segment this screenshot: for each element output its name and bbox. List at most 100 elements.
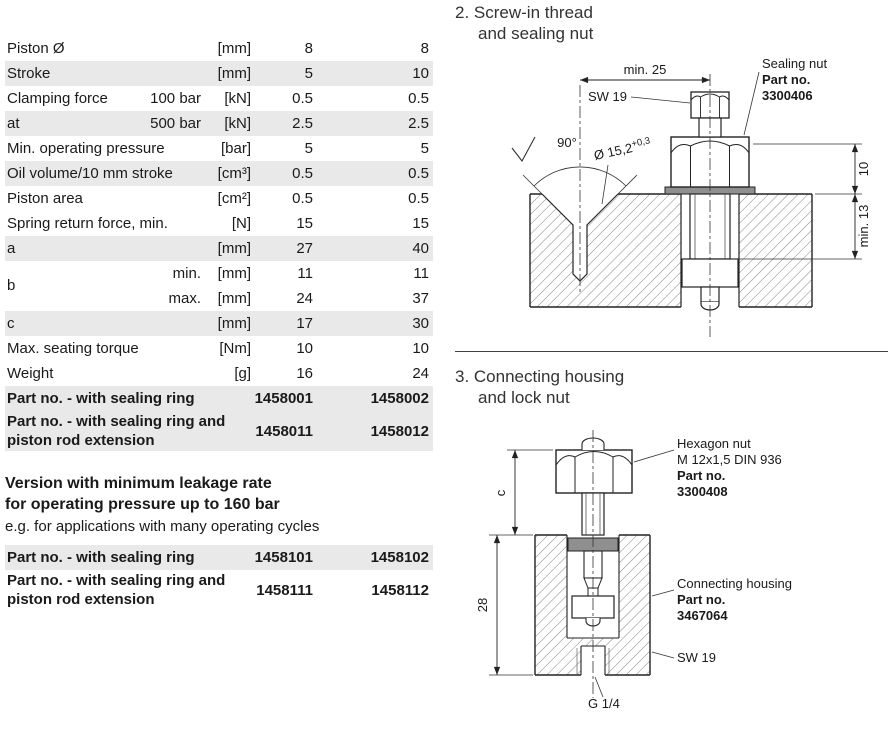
row-value-col1: 1458111 <box>256 581 313 599</box>
row-label: a <box>7 240 16 257</box>
row-unit: [g] <box>234 365 251 382</box>
row-value-col1: 0.5 <box>292 90 313 107</box>
diameter-leader <box>601 164 609 205</box>
row-value-col1: 5 <box>304 65 313 82</box>
hex-nut-label-line4: 3300408 <box>677 484 728 499</box>
row-label: Max. seating torque <box>7 340 139 357</box>
section3-heading-line2: and lock nut <box>478 388 570 407</box>
dim-min25-text: min. 25 <box>624 62 667 77</box>
row-unit: [mm] <box>217 40 251 57</box>
diameter-label-group: Ø 15,2+0,3 <box>593 135 652 163</box>
row-value-col1: 1458101 <box>254 549 313 566</box>
hexagon-nut-drawing <box>555 449 633 494</box>
row-label: Piston Ø <box>7 40 65 57</box>
row-value-col2: 8 <box>420 40 429 57</box>
table-row: Piston area [cm²] 0.5 0.5 <box>5 186 433 211</box>
hex-nut-label-line2: M 12x1,5 DIN 936 <box>677 452 782 467</box>
row-unit: [kN] <box>224 115 251 132</box>
hex-nut-leader <box>633 449 675 463</box>
sw19-label: SW 19 <box>588 89 627 104</box>
row-sublabel: 500 bar <box>150 115 201 132</box>
row-label: Part no. - with sealing ring <box>7 548 195 566</box>
row-value-col2: 5 <box>420 140 429 157</box>
row-value-col1: 24 <box>296 290 313 307</box>
sealing-nut-faces <box>690 146 730 187</box>
port-thread-lines <box>576 648 610 675</box>
row-unit: [mm] <box>217 290 251 307</box>
row-value-col2: 15 <box>412 215 429 232</box>
sw19-label: SW 19 <box>677 650 716 665</box>
hexagon-nut-chamfers <box>555 451 633 466</box>
row-sublabel: max. <box>168 290 201 307</box>
row-value-col2: 2.5 <box>408 115 429 132</box>
section2-heading-line2: and sealing nut <box>478 24 594 43</box>
housing-label-line3: 3467064 <box>677 608 728 623</box>
row-value-col1: 27 <box>296 240 313 257</box>
row-unit: [mm] <box>217 240 251 257</box>
row-value-col1: 1458001 <box>254 390 313 407</box>
dim-c-text: c <box>493 489 508 496</box>
row-unit: [mm] <box>217 265 251 282</box>
row-value-col2: 30 <box>412 315 429 332</box>
table-row: Oil volume/10 mm stroke [cm³] 0.5 0.5 <box>5 161 433 186</box>
section3-heading-line1: 3. Connecting housing <box>455 367 625 386</box>
row-unit: [mm] <box>217 65 251 82</box>
dim-min13-text: min. 13 <box>856 205 871 248</box>
dim-10-text: 10 <box>856 162 871 176</box>
row-label: Clamping force <box>7 90 108 107</box>
sealing-nut-label-line1: Sealing nut <box>762 56 827 71</box>
row-value-col2: 0.5 <box>408 190 429 207</box>
row-value-col2: 0.5 <box>408 165 429 182</box>
version-note: e.g. for applications with many operatin… <box>5 518 320 535</box>
row-value-col2: 1458012 <box>370 422 429 440</box>
mounting-plate-section <box>530 194 812 307</box>
row-value-col1: 1458011 <box>255 422 313 440</box>
row-label: Oil volume/10 mm stroke <box>7 165 173 182</box>
row-value-col1: 8 <box>304 40 313 57</box>
version-heading-line2: for operating pressure up to 160 bar <box>5 496 280 513</box>
thread-minor-lines <box>694 194 726 259</box>
g14-leader <box>594 676 604 698</box>
section2-heading-line1: 2. Screw-in thread <box>455 3 593 22</box>
row-value-col1: 11 <box>297 265 313 282</box>
section3-heading: 3. Connecting housing and lock nut <box>455 366 624 408</box>
row-value-col1: 5 <box>304 140 313 157</box>
row-label: Piston area <box>7 190 83 207</box>
stud-top-hex-chamfers <box>690 93 730 101</box>
rod-thread-lines <box>585 493 601 535</box>
stud-top-hex-faces <box>700 97 720 118</box>
row-value-col2: 1458112 <box>371 581 429 599</box>
row-value-col1: 0.5 <box>292 190 313 207</box>
plate-outline <box>529 193 813 308</box>
row-value-col2: 10 <box>412 340 429 357</box>
angle-90-text: 90° <box>557 135 577 150</box>
row-value-col1: 2.5 <box>292 115 313 132</box>
row-label: Part no. - with sealing ring <box>7 389 195 407</box>
row-label: Weight <box>7 365 54 382</box>
sealing-nut-label-line3: 3300406 <box>762 88 813 103</box>
row-unit: [kN] <box>224 90 251 107</box>
row-unit: [cm²] <box>217 190 251 207</box>
housing-label-line2: Part no. <box>677 592 725 607</box>
sealing-nut-label-line2: Part no. <box>762 72 810 87</box>
row-label: Part no. - with sealing ring and piston … <box>7 571 226 609</box>
row-unit: [cm³] <box>217 165 251 182</box>
sw19-leader <box>630 96 691 104</box>
row-value-col1: 0.5 <box>292 165 313 182</box>
version-heading-line1: Version with minimum leakage rate <box>5 475 272 492</box>
hexagon-nut-faces <box>574 457 614 493</box>
countersink-angle-lines <box>522 174 638 195</box>
connecting-housing-section <box>535 535 650 675</box>
